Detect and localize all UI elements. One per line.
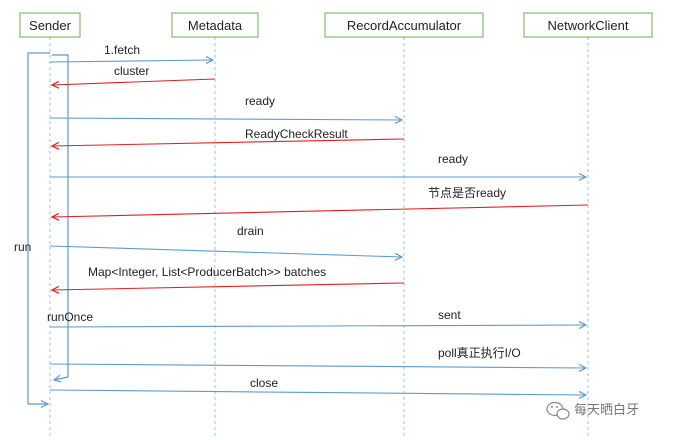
message-label: 1.fetch <box>104 43 140 57</box>
message-6: 节点是否ready <box>52 186 589 217</box>
message-label: sent <box>438 308 461 322</box>
participant-recordaccumulator: RecordAccumulator <box>324 12 484 38</box>
participant-box <box>171 12 259 38</box>
participant-sender: Sender <box>19 12 81 38</box>
return-arrow <box>52 204 589 217</box>
participant-label: RecordAccumulator <box>347 18 462 33</box>
message-11: close <box>49 376 586 395</box>
call-arrow <box>49 60 213 62</box>
participant-box <box>19 12 81 38</box>
runonce-loop-bracket <box>52 54 69 380</box>
return-arrow <box>52 282 405 290</box>
message-5: ready <box>50 152 586 177</box>
participant-box <box>324 12 484 38</box>
loop-label-run: run <box>14 240 31 254</box>
message-label: poll真正执行I/O <box>438 346 521 360</box>
loop-label-runonce: runOnce <box>47 310 93 324</box>
message-9: sent <box>49 308 586 327</box>
watermark-text: 每天晒白牙 <box>574 402 639 418</box>
watermark: 每天晒白牙 <box>546 401 639 420</box>
call-arrow <box>49 363 586 368</box>
participant-metadata: Metadata <box>171 12 259 38</box>
message-1: 1.fetch <box>49 43 213 62</box>
message-8: Map<Integer, List<ProducerBatch>> batche… <box>52 265 405 290</box>
message-3: ready <box>49 94 402 120</box>
call-arrow <box>49 389 586 395</box>
participant-networkclient: NetworkClient <box>523 12 653 38</box>
participant-label: Metadata <box>188 18 243 33</box>
run-loop-bracket <box>27 52 50 404</box>
message-10: poll真正执行I/O <box>49 346 586 368</box>
return-arrow <box>52 138 405 146</box>
return-arrow <box>52 78 216 85</box>
call-arrow <box>49 118 402 120</box>
message-label: Map<Integer, List<ProducerBatch>> batche… <box>88 265 326 279</box>
message-label: ready <box>245 94 275 108</box>
message-label: ready <box>438 152 468 166</box>
message-4: ReadyCheckResult <box>52 127 405 146</box>
message-label: 节点是否ready <box>428 186 506 200</box>
message-label: cluster <box>114 64 149 78</box>
message-label: close <box>250 376 278 390</box>
participant-label: Sender <box>29 18 72 33</box>
call-arrow <box>49 245 402 257</box>
message-7: drain <box>49 224 402 257</box>
call-arrow <box>49 325 586 327</box>
participant-box <box>523 12 653 38</box>
wechat-icon <box>546 401 570 420</box>
message-label: ReadyCheckResult <box>245 127 348 141</box>
message-2: cluster <box>52 64 216 85</box>
message-label: drain <box>237 224 264 238</box>
participant-label: NetworkClient <box>548 18 629 33</box>
